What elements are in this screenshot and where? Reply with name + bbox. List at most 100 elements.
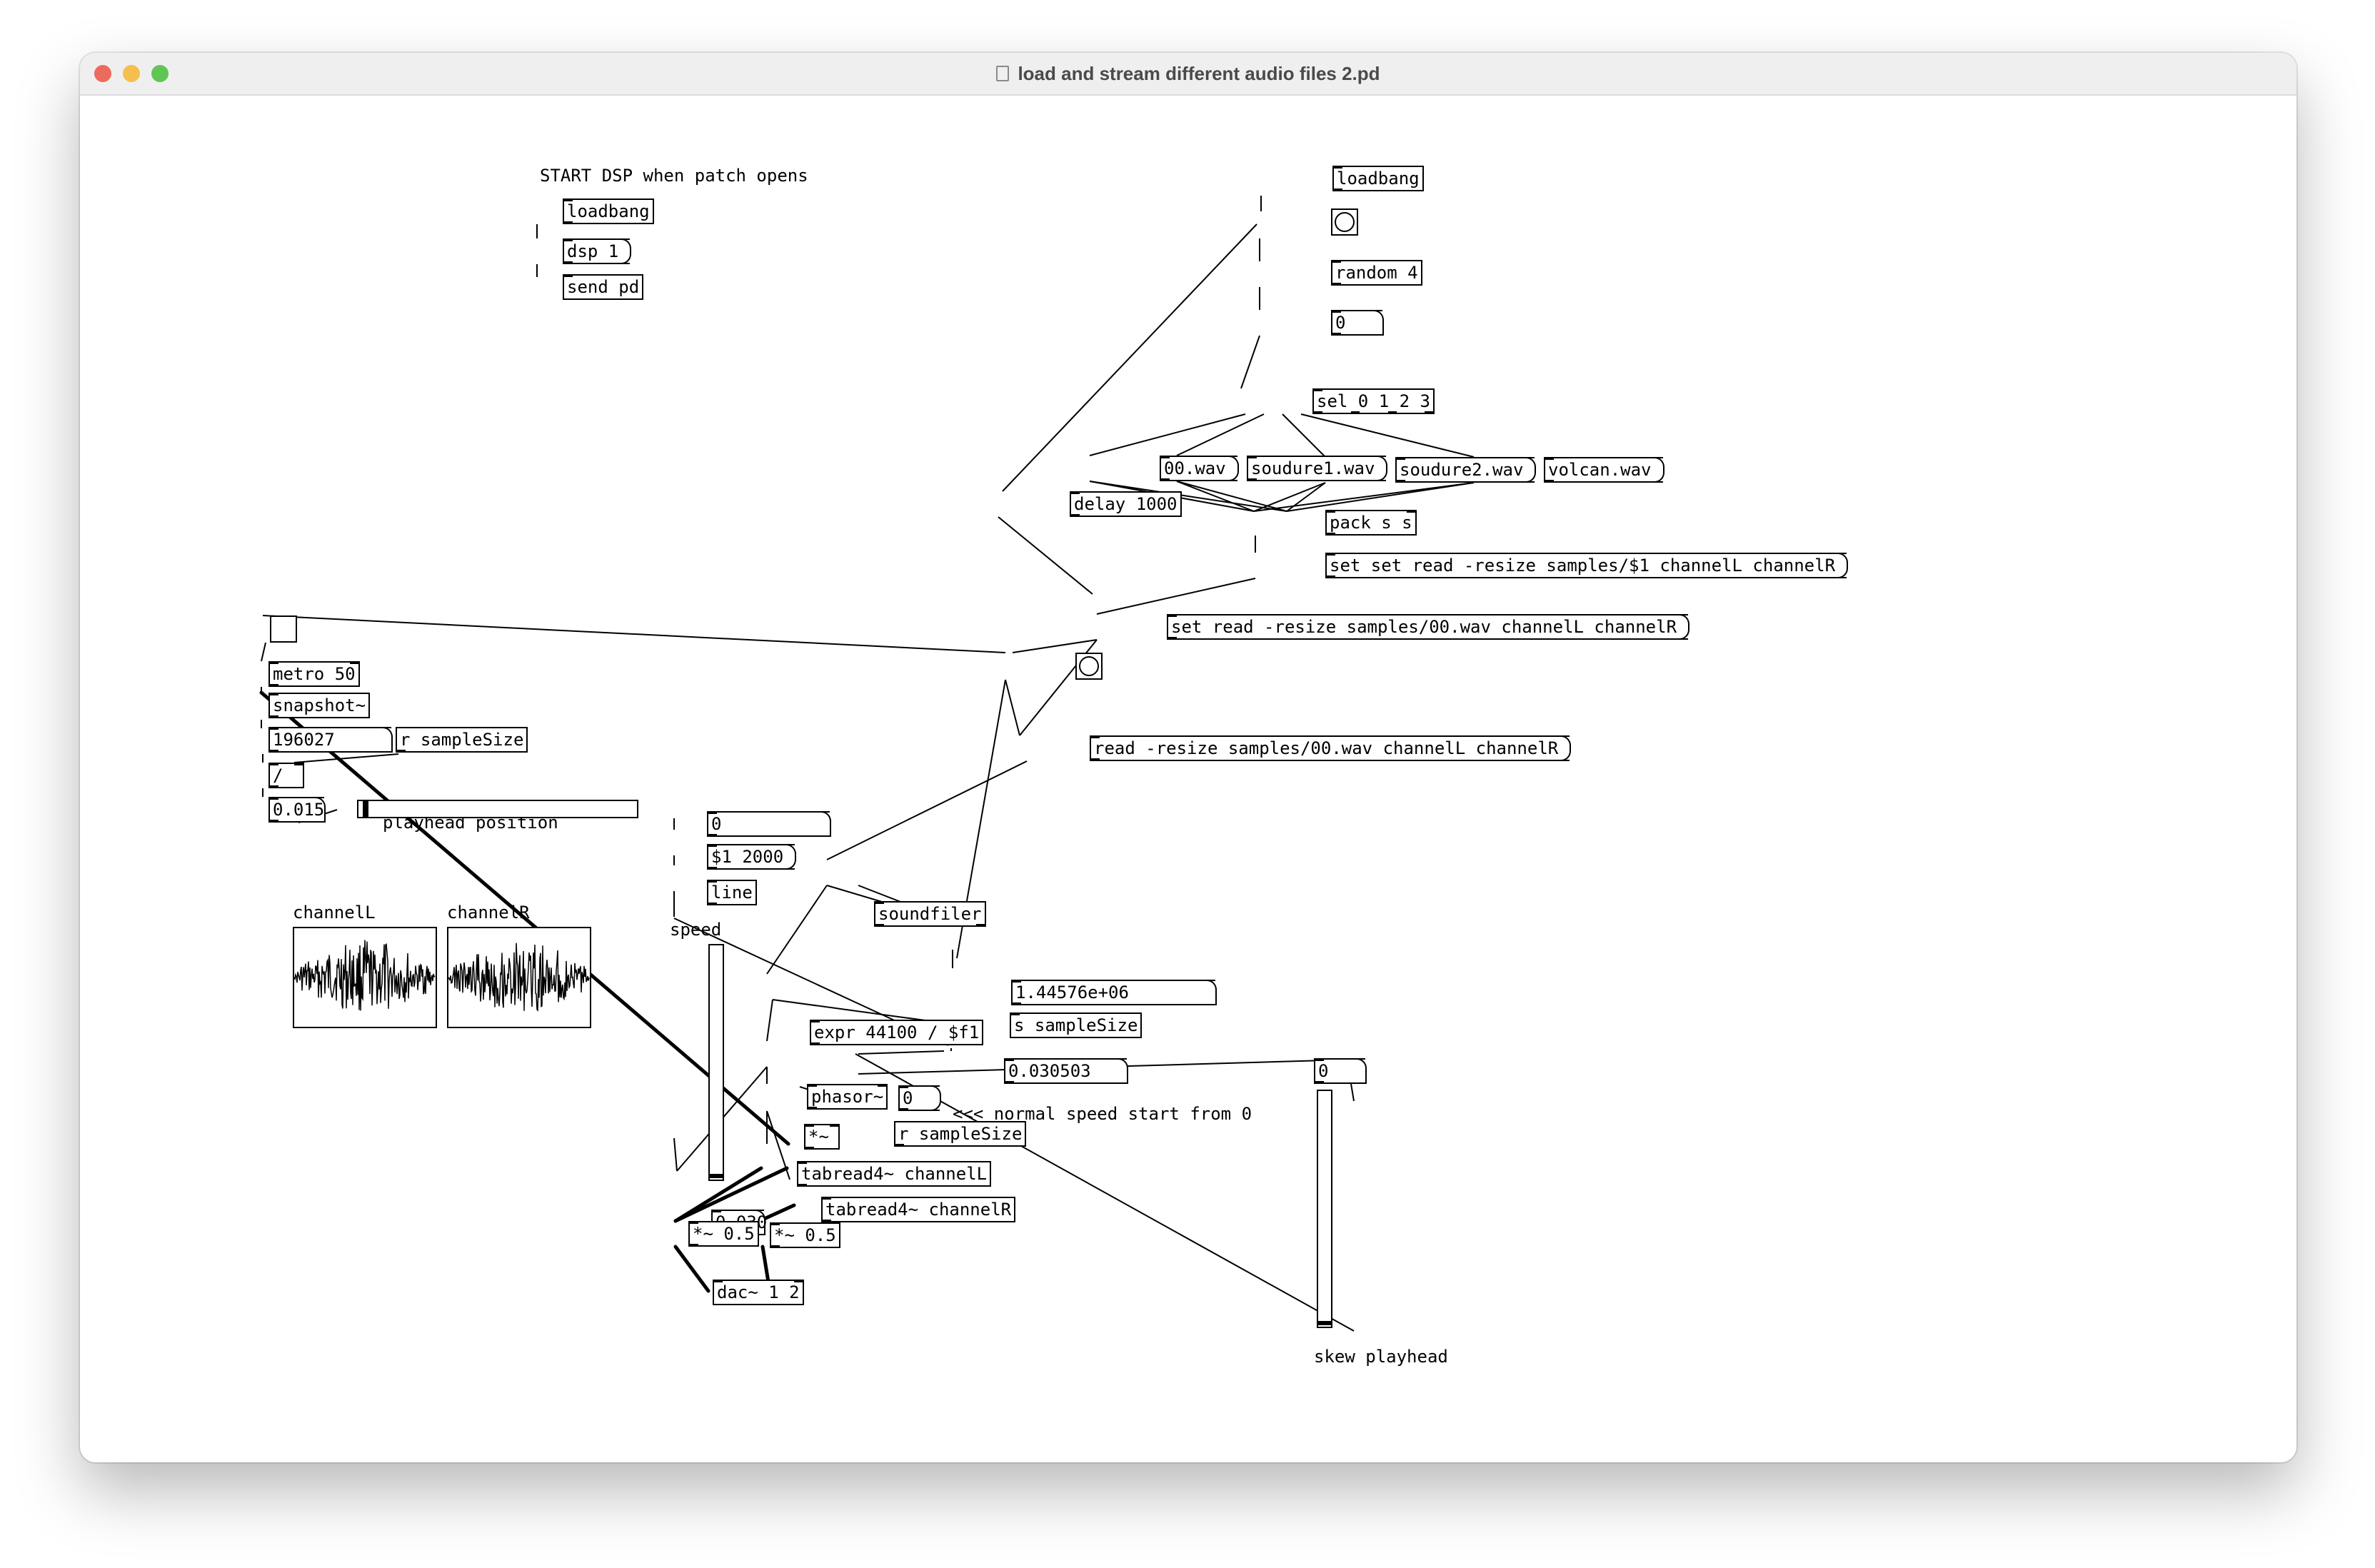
message-dsp-1[interactable]: dsp 1 [563,238,632,264]
comment-start-dsp: START DSP when patch opens [540,166,808,186]
message-00-wav[interactable]: 00.wav [1160,456,1239,481]
object-line[interactable]: line [707,880,757,905]
slider-knob[interactable] [362,801,368,817]
object-label: tabread4~ channelR [825,1200,1012,1220]
message-volcan-wav[interactable]: volcan.wav [1544,457,1664,483]
bang-button-main[interactable] [1331,208,1358,236]
object-loadbang-dsp[interactable]: loadbang [563,198,654,224]
number-phasor-freq[interactable]: 0.030503 [1004,1058,1128,1084]
object-pack[interactable]: pack s s [1325,510,1417,536]
message-label: volcan.wav [1548,460,1652,480]
object-label: dac~ 1 2 [717,1282,800,1302]
comment-normal-speed: <<< normal speed start from 0 [953,1104,1252,1124]
object-label: loadbang [1337,169,1420,189]
skew-slider[interactable] [1317,1090,1332,1328]
message-label: read -resize samples/00.wav channelL cha… [1094,738,1559,758]
message-zero-reset[interactable]: 0 [898,1085,941,1111]
object-label: sel 0 1 2 3 [1317,391,1430,411]
object-dac[interactable]: dac~ 1 2 [713,1280,804,1305]
object-phasor[interactable]: phasor~ [807,1084,888,1110]
object-label: phasor~ [811,1087,884,1107]
pd-patch-window: load and stream different audio files 2.… [80,53,2296,1462]
message-set-set-read[interactable]: set set read -resize samples/$1 channelL… [1325,553,1849,578]
close-window-button[interactable] [94,65,111,82]
object-label: *~ 0.5 [774,1225,836,1245]
message-label: 00.wav [1164,458,1226,478]
number-file-size[interactable]: 1.44576e+06 [1011,980,1217,1005]
patch-canvas[interactable]: load and stream different audio files 2.… [80,53,2296,1462]
number-skew-value[interactable]: 0 [1314,1058,1367,1084]
number-value: 1.44576e+06 [1015,982,1129,1002]
message-label: soudure1.wav [1251,458,1375,478]
object-gain-right[interactable]: *~ 0.5 [770,1222,840,1248]
object-label: delay 1000 [1074,494,1178,514]
number-random-out[interactable]: 0 [1331,310,1384,336]
number-speed-input[interactable]: 0 [707,811,831,837]
message-soudure1-wav[interactable]: soudure1.wav [1247,456,1388,481]
object-tabread-right[interactable]: tabread4~ channelR [821,1197,1016,1222]
object-sel[interactable]: sel 0 1 2 3 [1312,388,1435,414]
message-label: dsp 1 [567,241,619,261]
comment-speed: speed [670,920,722,940]
object-send-pd[interactable]: send pd [563,274,644,300]
object-s-samplesize[interactable]: s sampleSize [1010,1012,1143,1038]
window-title: load and stream different audio files 2.… [80,63,2296,85]
object-expr[interactable]: expr 44100 / $f1 [810,1020,984,1045]
message-read[interactable]: read -resize samples/00.wav channelL cha… [1090,735,1572,761]
object-random[interactable]: random 4 [1331,260,1422,286]
object-label: r sampleSize [400,730,524,750]
title-bar[interactable]: load and stream different audio files 2.… [80,53,2296,96]
maximize-window-button[interactable] [151,65,169,82]
object-label: random 4 [1335,263,1418,283]
object-label: *~ 0.5 [693,1224,755,1244]
number-value: 0.015 [273,800,325,820]
message-ramp[interactable]: $1 2000 [707,844,797,870]
object-snapshot[interactable]: snapshot~ [268,693,371,718]
object-label: send pd [567,277,640,297]
pd-file-icon [996,66,1010,81]
object-multiply-signal[interactable]: *~ [804,1124,840,1150]
number-value: 196027 [273,730,335,750]
object-r-samplesize-2[interactable]: r sampleSize [894,1121,1027,1147]
object-label: snapshot~ [273,695,366,715]
message-label: set set read -resize samples/$1 channelL… [1330,556,1836,576]
minimize-window-button[interactable] [123,65,140,82]
array-label-channel-right: channelR [447,903,530,923]
object-label: *~ [808,1127,829,1147]
array-channel-left[interactable] [293,927,437,1028]
comment-skew-playhead: skew playhead [1314,1347,1448,1367]
number-value: 0 [711,814,722,834]
object-divide[interactable]: / [268,763,304,788]
object-label: s sampleSize [1014,1015,1138,1035]
object-delay[interactable]: delay 1000 [1070,491,1182,517]
object-soundfiler[interactable]: soundfiler [874,901,986,927]
number-value: 0.030503 [1008,1061,1091,1081]
number-value: 0 [1335,313,1346,333]
bang-button-load[interactable] [1075,653,1103,680]
message-label: soudure2.wav [1400,460,1524,480]
object-tabread-left[interactable]: tabread4~ channelL [797,1161,992,1187]
object-label: tabread4~ channelL [801,1164,988,1184]
toggle-metro[interactable] [270,615,297,643]
object-metro[interactable]: metro 50 [268,661,360,687]
object-label: soundfiler [878,904,982,924]
slider-knob[interactable] [1318,1321,1331,1325]
message-label: 0 [903,1088,913,1108]
message-label: set read -resize samples/00.wav channelL… [1171,617,1677,637]
object-gain-left[interactable]: *~ 0.5 [688,1221,759,1247]
speed-slider[interactable] [708,944,724,1181]
object-r-samplesize-1[interactable]: r sampleSize [396,727,528,753]
array-channel-right[interactable] [447,927,591,1028]
message-label: $1 2000 [711,847,784,867]
number-playhead-ratio[interactable]: 0.015 [268,797,326,823]
object-label: line [711,883,753,903]
window-title-text: load and stream different audio files 2.… [1018,63,1380,84]
number-snapshot-out[interactable]: 196027 [268,727,393,753]
message-soudure2-wav[interactable]: soudure2.wav [1395,457,1537,483]
object-loadbang-main[interactable]: loadbang [1332,166,1424,191]
slider-knob[interactable] [710,1174,723,1178]
playhead-slider[interactable] [357,800,638,818]
message-set-read[interactable]: set read -resize samples/00.wav channelL… [1167,614,1690,640]
object-label: metro 50 [273,664,356,684]
waveform-right [448,943,590,1012]
